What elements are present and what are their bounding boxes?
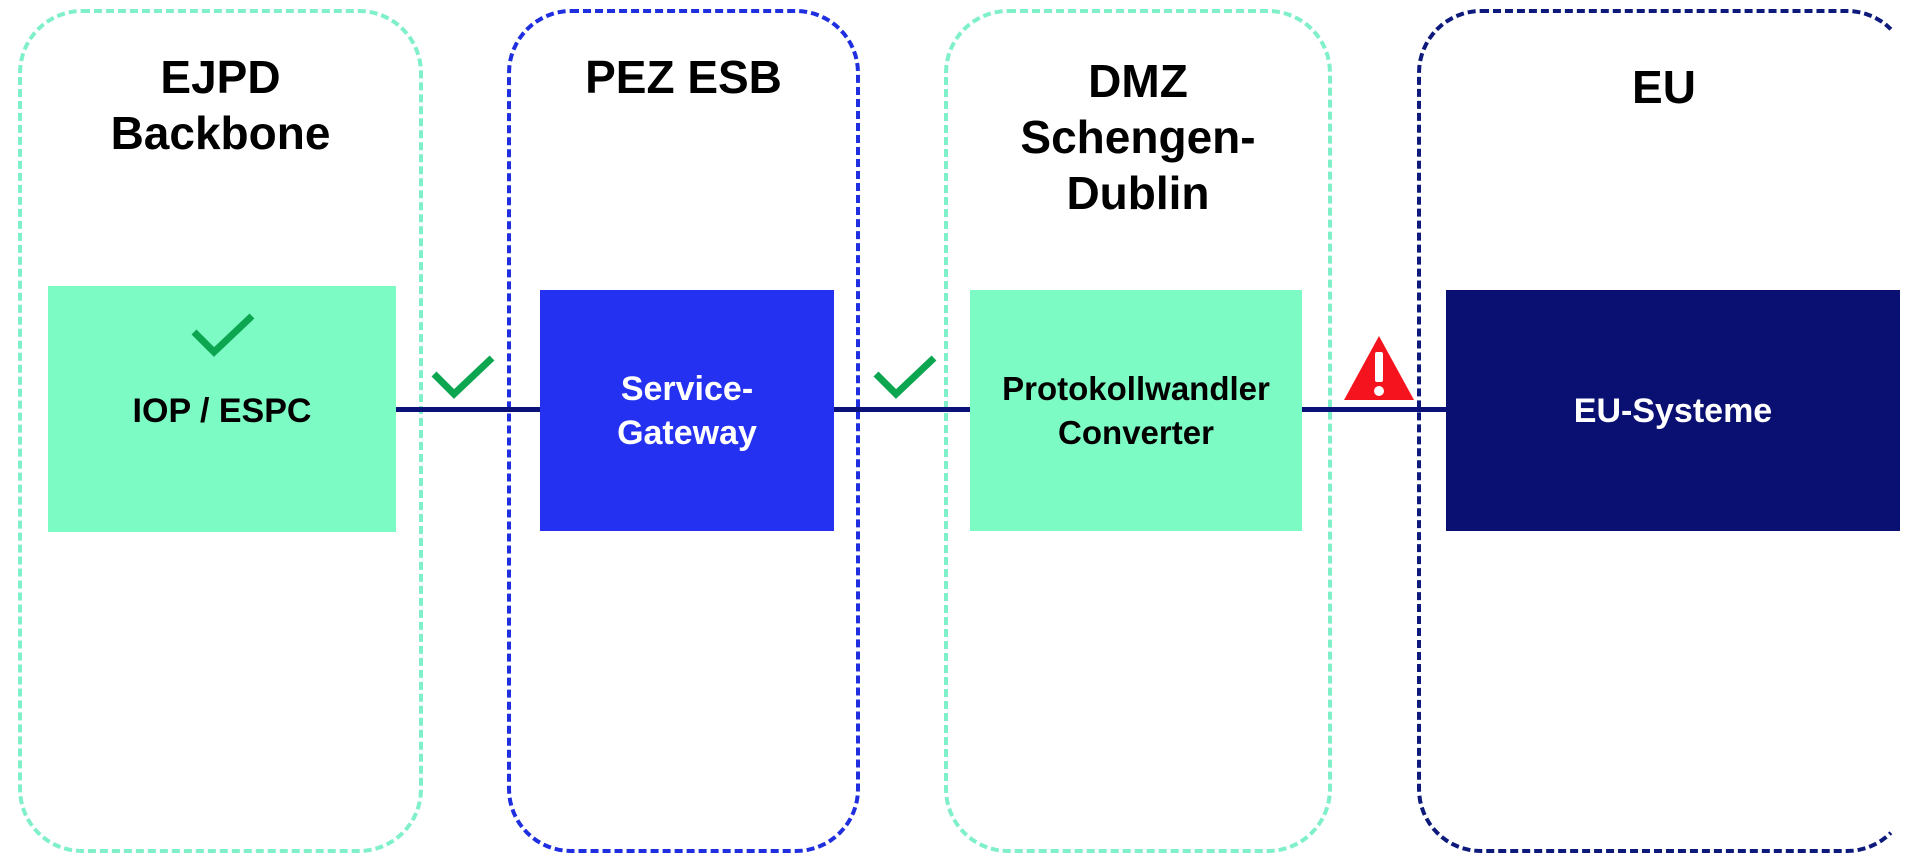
zone-title-pez-esb: PEZ ESB [585, 51, 782, 103]
checkmark-icon [191, 313, 255, 357]
component-protokollwandler-converter: Protokollwandler Converter [970, 290, 1302, 531]
zone-eu: EU [1417, 9, 1911, 853]
connector-converter-to-eu [1302, 407, 1446, 412]
zone-title-eu: EU [1632, 61, 1696, 113]
connector-iop-to-gateway [396, 407, 540, 412]
component-eu-systeme: EU-Systeme [1446, 290, 1900, 531]
component-service-gateway: Service- Gateway [540, 290, 834, 531]
connector-gateway-to-converter [834, 407, 970, 412]
component-label: EU-Systeme [1573, 391, 1773, 430]
zone-title-ejpd-backbone: EJPD Backbone [110, 51, 331, 159]
warning-triangle-icon [1344, 336, 1414, 400]
component-label: Service- Gateway [617, 369, 757, 452]
component-label: IOP / ESPC [132, 392, 312, 430]
zone-pez-esb: PEZ ESB [507, 9, 860, 853]
zone-dmz-schengen-dublin: DMZ Schengen- Dublin [944, 9, 1332, 853]
component-label: Protokollwandler Converter [1002, 369, 1270, 451]
checkmark-icon [873, 355, 937, 399]
checkmark-icon [431, 355, 495, 399]
zone-title-dmz-schengen-dublin: DMZ Schengen- Dublin [1020, 55, 1256, 219]
component-iop-espc: IOP / ESPC [48, 286, 396, 532]
zone-ejpd-backbone: EJPD Backbone [18, 9, 423, 853]
